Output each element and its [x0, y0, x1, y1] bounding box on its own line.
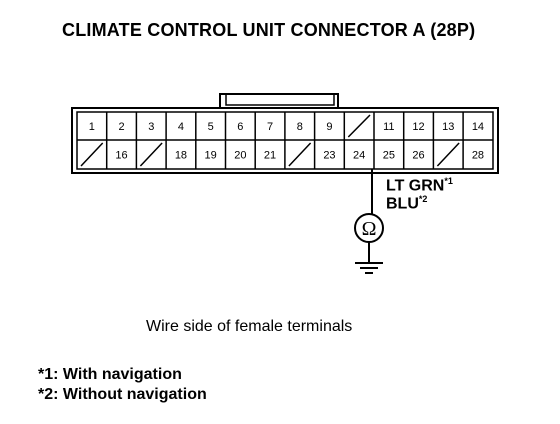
terminal-26: 26	[412, 150, 424, 162]
terminal-14: 14	[472, 121, 484, 133]
terminal-24: 24	[353, 150, 365, 162]
connector-body	[71, 107, 499, 174]
terminal-18: 18	[175, 150, 187, 162]
terminal-9: 9	[326, 121, 332, 133]
blank-terminal-slash	[80, 142, 104, 167]
note-2: *2: Without navigation	[38, 386, 207, 403]
note-1: *1: With navigation	[38, 366, 182, 383]
terminal-8: 8	[297, 121, 303, 133]
wire-color-primary: LT GRN*1	[386, 176, 453, 195]
terminal-19: 19	[205, 150, 217, 162]
connector-latch	[219, 93, 339, 108]
terminal-2: 2	[118, 121, 124, 133]
terminal-16: 16	[115, 150, 127, 162]
diagram-caption: Wire side of female terminals	[146, 318, 353, 335]
blank-terminal-slash	[436, 142, 460, 167]
terminal-7: 7	[267, 121, 273, 133]
terminal-12: 12	[412, 121, 424, 133]
wire-color-secondary: BLU*2	[386, 194, 428, 213]
terminal-11: 11	[383, 121, 394, 133]
terminal-6: 6	[237, 121, 243, 133]
terminal-25: 25	[383, 150, 395, 162]
terminal-28: 28	[472, 150, 484, 162]
terminal-5: 5	[208, 121, 214, 133]
terminal-1: 1	[89, 121, 95, 133]
terminal-20: 20	[234, 150, 246, 162]
blank-terminal-slash	[347, 114, 371, 138]
blank-terminal-slash	[288, 142, 312, 167]
terminal-21: 21	[264, 150, 276, 162]
page-title: CLIMATE CONTROL UNIT CONNECTOR A (28P)	[62, 20, 476, 40]
terminal-23: 23	[323, 150, 335, 162]
terminal-4: 4	[178, 121, 184, 133]
blank-terminal-slash	[139, 142, 163, 167]
ohm-symbol: Ω	[362, 218, 377, 240]
terminal-13: 13	[442, 121, 454, 133]
terminal-3: 3	[148, 121, 154, 133]
